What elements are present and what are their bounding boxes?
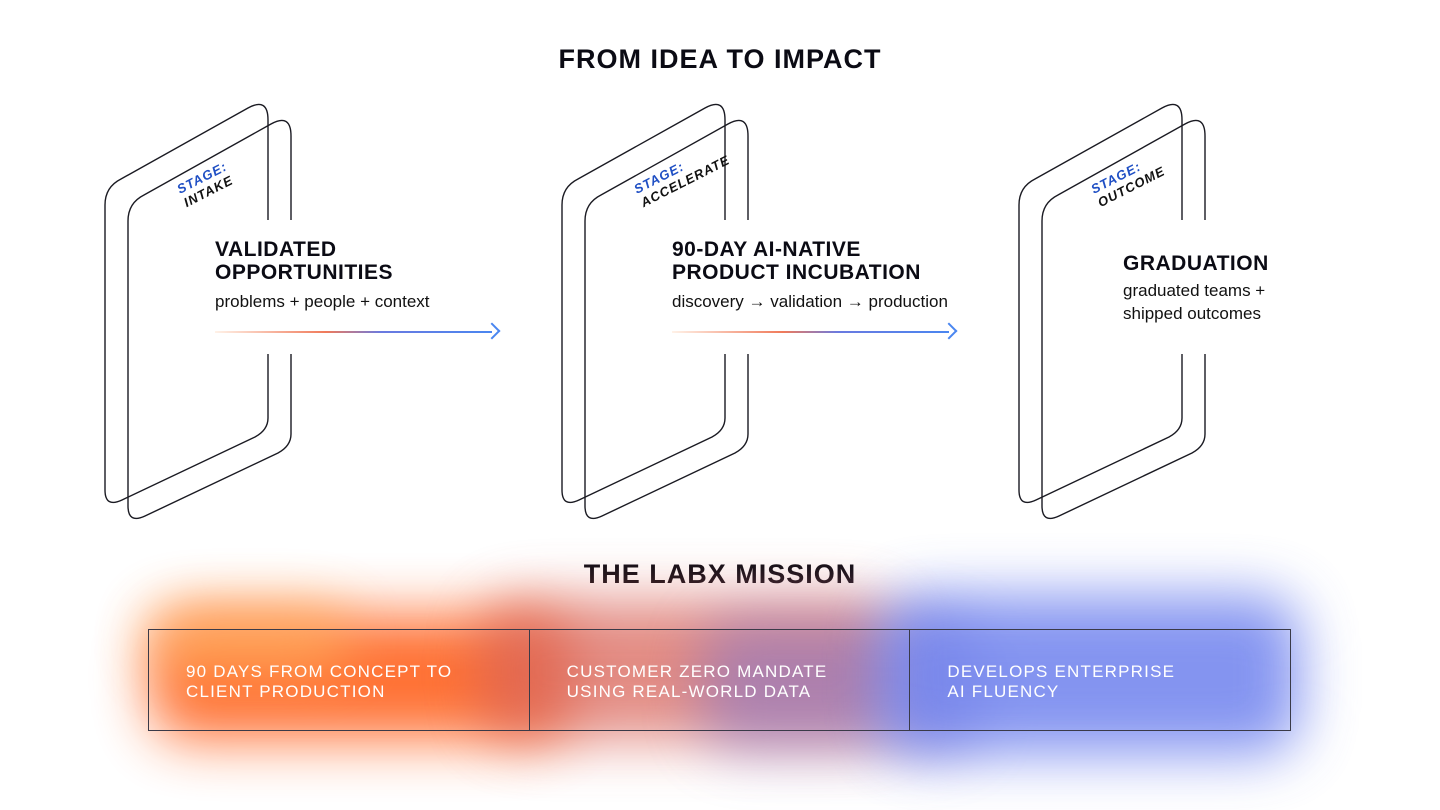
page-title: FROM IDEA TO IMPACT bbox=[558, 44, 882, 74]
glow-yellow bbox=[150, 610, 350, 670]
arrow-right-icon bbox=[672, 322, 958, 340]
stage-heading: GRADUATION bbox=[1123, 252, 1269, 275]
stage-block-outcome: GRADUATION graduated teams +shipped outc… bbox=[1123, 220, 1343, 354]
stage-description: graduated teams +shipped outcomes bbox=[1123, 281, 1266, 323]
mission-title: THE LABX MISSION bbox=[583, 559, 857, 589]
glow-blue bbox=[880, 595, 1300, 755]
arrow-right-icon bbox=[215, 322, 501, 340]
stage-description: discovery → validation → production bbox=[672, 292, 948, 311]
stage-description: problems + people + context bbox=[215, 292, 430, 311]
